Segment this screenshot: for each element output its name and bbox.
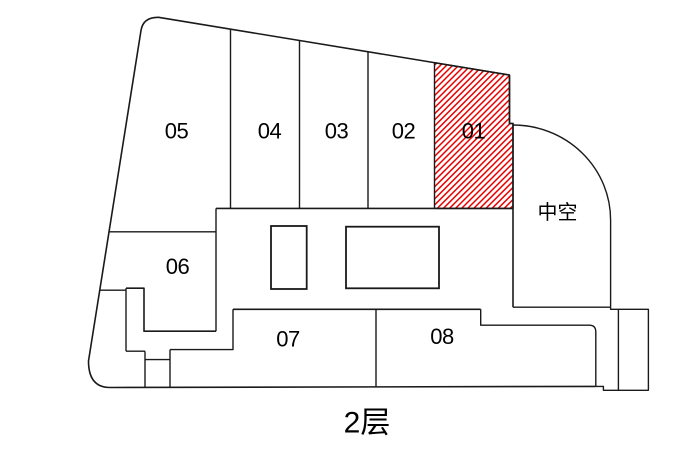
bottom-outer-wall [109, 385, 596, 389]
large-shaft-rect [345, 225, 440, 290]
unit-06-notch-and-bottom-wall [126, 287, 216, 332]
right-annex-outline [595, 307, 650, 391]
unit-label-03[interactable]: 03 [325, 119, 349, 144]
building-walls [87, 16, 650, 391]
void-label: 中空 [538, 201, 578, 224]
unit-labels: 01 02 03 04 05 06 07 08 中空 [165, 119, 578, 352]
unit-label-01[interactable]: 01 [462, 119, 486, 144]
unit-08-step-wall [480, 309, 597, 387]
unit-01-right-wall [508, 75, 514, 308]
unit-label-05[interactable]: 05 [165, 119, 189, 144]
floor-caption: 2层 [344, 407, 391, 440]
unit-label-06[interactable]: 06 [166, 254, 190, 279]
void-arc [512, 124, 612, 308]
unit-label-07[interactable]: 07 [276, 327, 300, 352]
unit-label-04[interactable]: 04 [258, 119, 282, 144]
unit-07-left-wall [170, 309, 234, 351]
outer-wall-left-top [87, 16, 510, 389]
unit-label-02[interactable]: 02 [392, 119, 416, 144]
small-shaft-rect [270, 225, 308, 290]
unit-label-08[interactable]: 08 [430, 324, 454, 349]
